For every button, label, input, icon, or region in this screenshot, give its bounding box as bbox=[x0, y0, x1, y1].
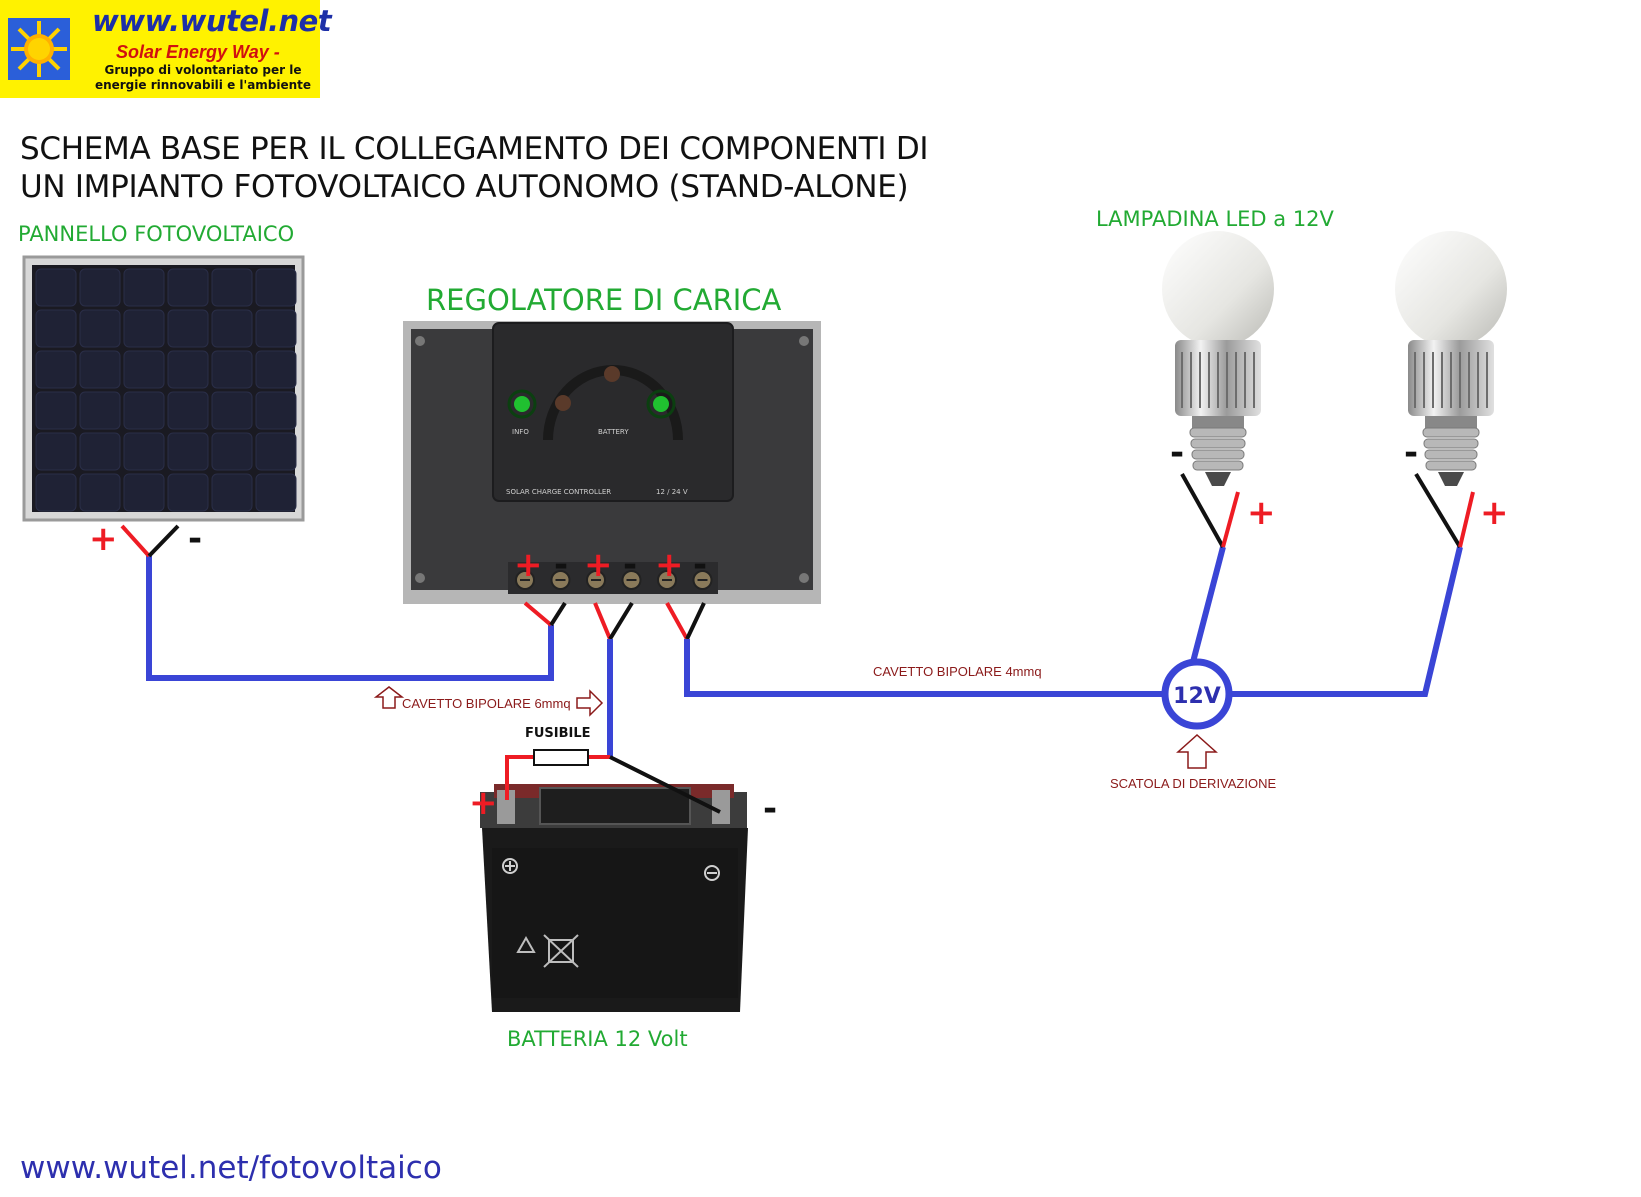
title-line-2: UN IMPIANTO FOTOVOLTAICO AUTONOMO (STAND… bbox=[20, 169, 909, 205]
plus-sign: + bbox=[1480, 493, 1509, 533]
plus-sign: + bbox=[514, 545, 543, 585]
title-line-1: SCHEMA BASE PER IL COLLEGAMENTO DEI COMP… bbox=[20, 131, 929, 167]
regulator-caption: SOLAR CHARGE CONTROLLER bbox=[506, 488, 611, 496]
regulator-voltage: 12 / 24 V bbox=[656, 488, 688, 496]
minus-sign: - bbox=[623, 545, 637, 585]
led-bulbs bbox=[1162, 231, 1507, 486]
led-bulb bbox=[1162, 231, 1274, 486]
footer-link[interactable]: www.wutel.net/fotovoltaico bbox=[20, 1150, 442, 1186]
arrow-up-icon bbox=[373, 686, 405, 709]
plus-sign: + bbox=[584, 545, 613, 585]
plus-sign: + bbox=[89, 519, 118, 559]
plus-sign: + bbox=[469, 783, 498, 823]
logo-tagline: Solar Energy Way - bbox=[116, 42, 280, 62]
plus-sign: + bbox=[1247, 493, 1276, 533]
battery-label: BATTERIA 12 Volt bbox=[507, 1027, 688, 1051]
charge-regulator: INFO BATTERY SOLAR CHARGE CONTROLLER 12 … bbox=[403, 321, 821, 604]
junction-arrow-up-icon bbox=[1176, 733, 1218, 769]
fuse: FUSIBILE bbox=[525, 726, 591, 766]
junction-box-value: 12V bbox=[1173, 684, 1221, 709]
cable-label-left: CAVETTO BIPOLARE 6mmq bbox=[402, 696, 571, 711]
logo-site: www.wutel.net bbox=[92, 4, 332, 38]
recycle-icon bbox=[516, 935, 536, 953]
logo: www.wutel.net Solar Energy Way - Gruppo … bbox=[0, 0, 332, 98]
cable-label-right: CAVETTO BIPOLARE 4mmq bbox=[873, 664, 1042, 679]
logo-description: Gruppo di volontariato per le energie ri… bbox=[94, 63, 312, 92]
arrow-right-icon bbox=[576, 689, 604, 717]
fuse-label: FUSIBILE bbox=[525, 726, 591, 741]
minus-sign: - bbox=[1170, 433, 1184, 473]
led-label-info: INFO bbox=[512, 428, 529, 436]
regulator-label: REGOLATORE DI CARICA bbox=[426, 283, 782, 317]
crossed-bin-icon bbox=[543, 934, 579, 968]
junction-box-label: SCATOLA DI DERIVAZIONE bbox=[1110, 776, 1277, 791]
sun-icon bbox=[8, 18, 70, 80]
minus-sign: - bbox=[763, 789, 777, 829]
minus-sign: - bbox=[554, 545, 568, 585]
minus-sign: - bbox=[188, 519, 202, 559]
page-title: SCHEMA BASE PER IL COLLEGAMENTO DEI COMP… bbox=[20, 130, 929, 206]
lamp-label: LAMPADINA LED a 12V bbox=[1096, 207, 1334, 231]
minus-sign: - bbox=[693, 545, 707, 585]
led-bulb bbox=[1395, 231, 1507, 486]
led-label-battery: BATTERY bbox=[598, 428, 629, 436]
wires bbox=[120, 472, 1475, 814]
junction-box: 12V bbox=[1161, 658, 1233, 730]
minus-sign: - bbox=[1404, 433, 1418, 473]
battery bbox=[480, 784, 748, 1012]
solar-panel bbox=[22, 255, 305, 522]
plus-sign: + bbox=[655, 545, 684, 585]
panel-label: PANNELLO FOTOVOLTAICO bbox=[18, 222, 295, 246]
